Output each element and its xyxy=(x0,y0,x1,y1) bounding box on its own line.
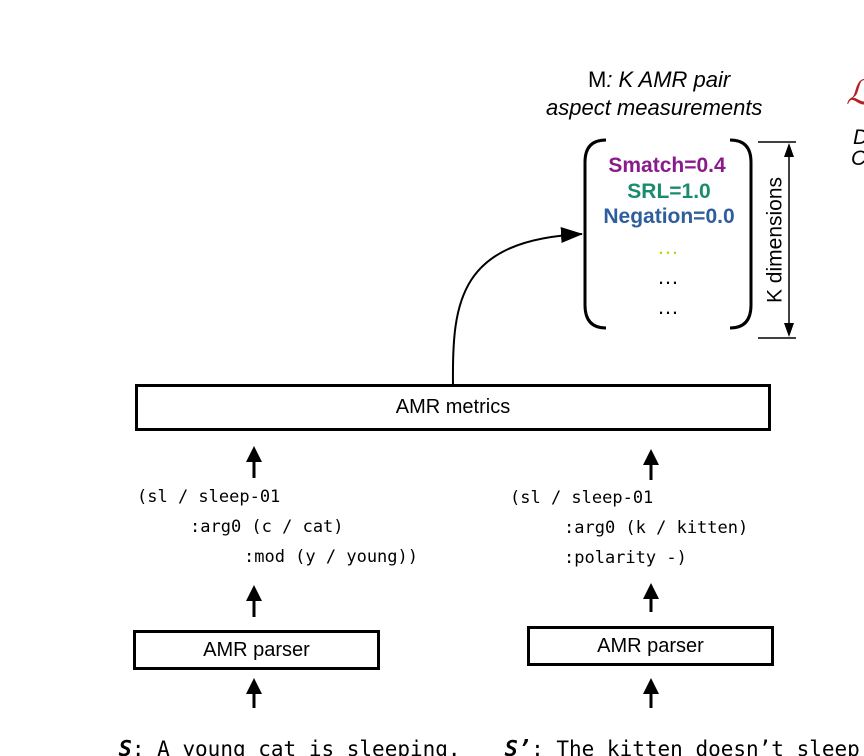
cut-text-line1: D xyxy=(853,127,864,148)
m-label: M: K AMR pair xyxy=(588,69,730,91)
sentence-right: S’: The kitten doesn’t sleep. xyxy=(454,718,864,756)
sentence-right-text: : The kitten doesn’t sleep. xyxy=(531,737,864,756)
amr-parser-left-label: AMR parser xyxy=(203,638,310,661)
sentence-left-text: : A young cat is sleeping. xyxy=(131,737,461,756)
right-amr-line1: (sl / sleep-01 xyxy=(510,488,654,508)
right-amr-line2: :arg0 (k / kitten) xyxy=(564,518,749,538)
sentence-left-symbol: S xyxy=(118,737,132,756)
m-symbol: M xyxy=(588,67,607,92)
k-dimensions-label: K dimensions xyxy=(763,176,787,304)
right-arrows xyxy=(643,449,659,708)
measurement-srl: SRL=1.0 xyxy=(627,180,711,203)
cut-text-line2: C xyxy=(851,148,864,169)
m-label-rest: : K AMR pair xyxy=(606,67,731,92)
left-vector-bracket xyxy=(583,138,607,330)
measurement-smatch: Smatch=0.4 xyxy=(608,154,726,177)
amr-parser-right-label: AMR parser xyxy=(597,634,704,657)
left-amr-line2: :arg0 (c / cat) xyxy=(190,517,344,537)
right-vector-bracket xyxy=(729,138,753,330)
amr-metrics-box: AMR metrics xyxy=(135,384,771,431)
left-amr-line3: :mod (y / young)) xyxy=(244,547,418,567)
amr-parser-left-box: AMR parser xyxy=(133,630,380,670)
dots-1: … xyxy=(657,234,679,259)
measurement-negation: Negation=0.0 xyxy=(603,205,735,228)
right-amr-line3: :polarity -) xyxy=(564,548,687,568)
amr-parser-right-box: AMR parser xyxy=(527,626,774,666)
metrics-to-vector-arrow xyxy=(451,227,583,385)
sentence-right-symbol: S’ xyxy=(504,737,532,756)
amr-metrics-label: AMR metrics xyxy=(395,396,511,418)
left-amr-line1: (sl / sleep-01 xyxy=(137,487,281,507)
m-label-line2: aspect measurements xyxy=(546,95,763,120)
left-arrows xyxy=(246,446,262,708)
cut-loss-symbol: ℒ xyxy=(846,76,864,110)
sentence-left: S: A young cat is sleeping. xyxy=(68,718,461,756)
dots-2: … xyxy=(657,264,679,289)
dots-3: … xyxy=(657,294,679,319)
